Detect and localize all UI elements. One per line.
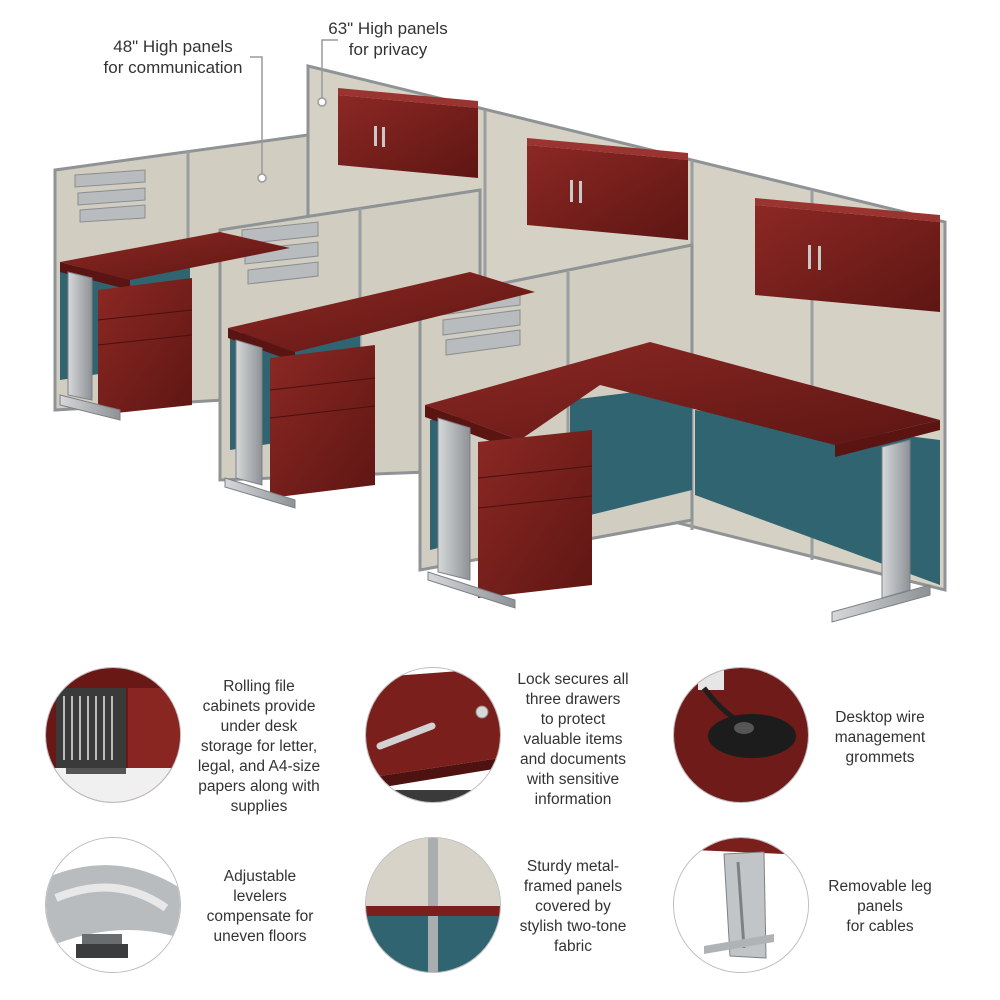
- pedestal-3: [477, 430, 593, 598]
- drawer-lock-icon: [365, 667, 501, 803]
- callout-48-panels: 48" High panels for communication: [92, 36, 254, 78]
- feature-line: levelers: [233, 888, 287, 905]
- callout-48-line-1: 48" High panels: [113, 37, 233, 56]
- feature-leg-panels: Removable leg panels for cables: [800, 877, 960, 937]
- feature-line: under desk: [220, 718, 298, 735]
- feature-line: uneven floors: [213, 928, 307, 945]
- desk-1: [60, 232, 290, 290]
- feature-line: supplies: [230, 798, 288, 815]
- callout-63-line-2: for privacy: [348, 40, 428, 59]
- feature-line: for cables: [846, 918, 914, 935]
- feature-line: Adjustable: [223, 868, 297, 885]
- feature-line: stylish two-tone: [519, 918, 627, 935]
- callout-63-line-1: 63" High panels: [328, 19, 448, 38]
- desk-2: [228, 272, 535, 362]
- callout-leader-63: [317, 39, 338, 107]
- feature-panels: Sturdy metal- framed panels covered by s…: [493, 857, 653, 957]
- file-cabinet-icon: [45, 667, 181, 803]
- letter-tray-1: [74, 169, 146, 223]
- feature-line: Rolling file: [223, 678, 295, 695]
- leg-panel-icon: [673, 837, 809, 973]
- feature-line: papers along with: [198, 778, 320, 795]
- feature-line: legal, and A4-size: [197, 758, 321, 775]
- fabric-panel-icon: [365, 837, 501, 973]
- feature-line: and documents: [520, 751, 626, 768]
- feature-line: to protect: [540, 711, 606, 728]
- feature-line: storage for letter,: [200, 738, 318, 755]
- pedestal-2: [269, 345, 376, 498]
- callout-48-line-2: for communication: [103, 58, 243, 77]
- feature-line: Removable leg: [828, 878, 932, 895]
- cubicle-workstation-illustration: [53, 39, 947, 623]
- feature-line: covered by: [535, 898, 611, 915]
- feature-line: Desktop wire: [835, 709, 925, 726]
- feature-line: cabinets provide: [202, 698, 316, 715]
- callout-leader-48: [250, 56, 267, 183]
- callout-63-panels: 63" High panels for privacy: [318, 18, 458, 60]
- feature-grommets: Desktop wire management grommets: [800, 708, 960, 768]
- feature-line: valuable items: [523, 731, 623, 748]
- feature-line: framed panels: [523, 878, 623, 895]
- wire-grommet-icon: [673, 667, 809, 803]
- pedestal-1: [97, 278, 193, 415]
- wall-cabinet-2: [527, 138, 688, 240]
- feature-line: fabric: [554, 938, 592, 955]
- wall-cabinet-1: [338, 88, 478, 178]
- wall-cabinet-3: [755, 198, 940, 312]
- feature-line: grommets: [845, 749, 915, 766]
- feature-line: management: [834, 729, 926, 746]
- leveler-foot-icon: [45, 837, 181, 973]
- feature-rolling-file-cabinets: Rolling file cabinets provide under desk…: [179, 677, 339, 817]
- letter-tray-2: [241, 221, 319, 285]
- desk-legs: [59, 271, 931, 623]
- feature-line: three drawers: [525, 691, 621, 708]
- feature-line: with sensitive: [526, 771, 620, 788]
- feature-levelers: Adjustable levelers compensate for uneve…: [180, 867, 340, 947]
- feature-line: information: [534, 791, 612, 808]
- feature-line: Lock secures all: [517, 671, 629, 688]
- feature-line: compensate for: [206, 908, 314, 925]
- feature-lock: Lock secures all three drawers to protec…: [493, 670, 653, 810]
- feature-line: Sturdy metal-: [526, 858, 620, 875]
- feature-line: panels: [857, 898, 903, 915]
